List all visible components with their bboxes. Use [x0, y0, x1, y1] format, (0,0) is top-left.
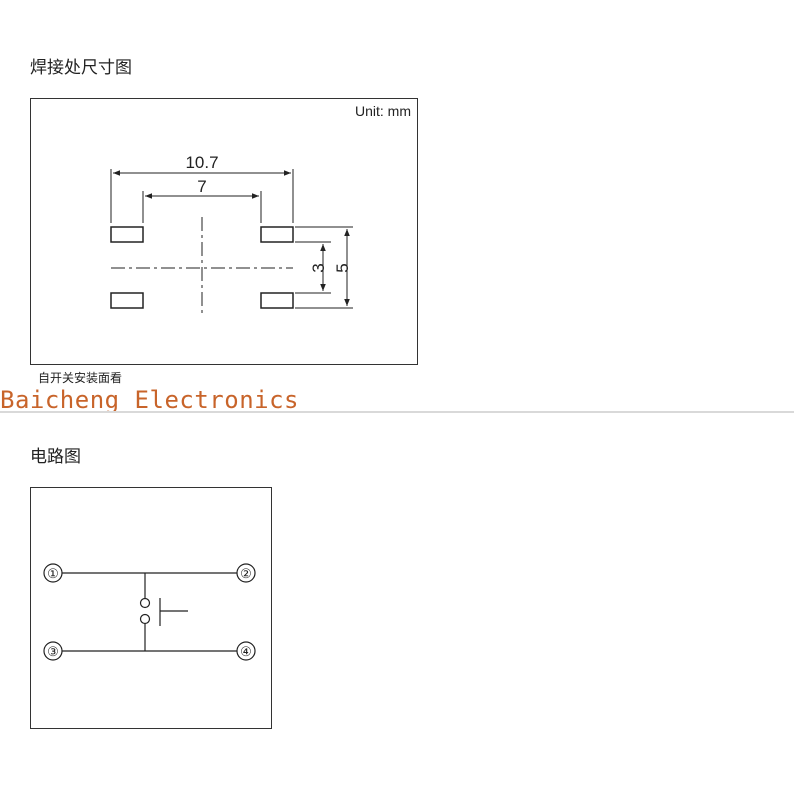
pin-1-label: ①	[47, 566, 59, 581]
pin-4-label: ④	[240, 644, 252, 659]
dim-inner-height-label: 3	[309, 263, 328, 272]
pad-top-right	[260, 226, 294, 243]
section-divider	[0, 411, 794, 413]
switch-contact-bottom	[139, 613, 151, 625]
dim-inner-width-label: 7	[197, 177, 206, 196]
brand-label: Baicheng Electronics	[0, 386, 299, 414]
circuit-diagram-title: 电路图	[30, 447, 81, 467]
pin-3-label: ③	[47, 644, 59, 659]
unit-label: Unit: mm	[355, 103, 411, 119]
circuit-diagram-frame: ① ② ③ ④	[30, 487, 272, 729]
circuit-drawing: ① ② ③ ④	[43, 563, 256, 661]
pad-bottom-left	[110, 292, 144, 309]
solder-pad-drawing: Unit: mm 10.7 7 3 5	[110, 103, 411, 317]
switch-contact-top	[139, 597, 151, 609]
solder-diagram-frame: Unit: mm 10.7 7 3 5	[30, 98, 418, 365]
dim-outer-width-label: 10.7	[185, 153, 218, 172]
dim-outer-height-label: 5	[333, 263, 352, 272]
pin-2-label: ②	[240, 566, 252, 581]
pad-top-left	[110, 226, 144, 243]
solder-diagram-title: 焊接处尺寸图	[30, 58, 132, 78]
pad-bottom-right	[260, 292, 294, 309]
solder-diagram-caption: 自开关安装面看	[38, 371, 123, 385]
